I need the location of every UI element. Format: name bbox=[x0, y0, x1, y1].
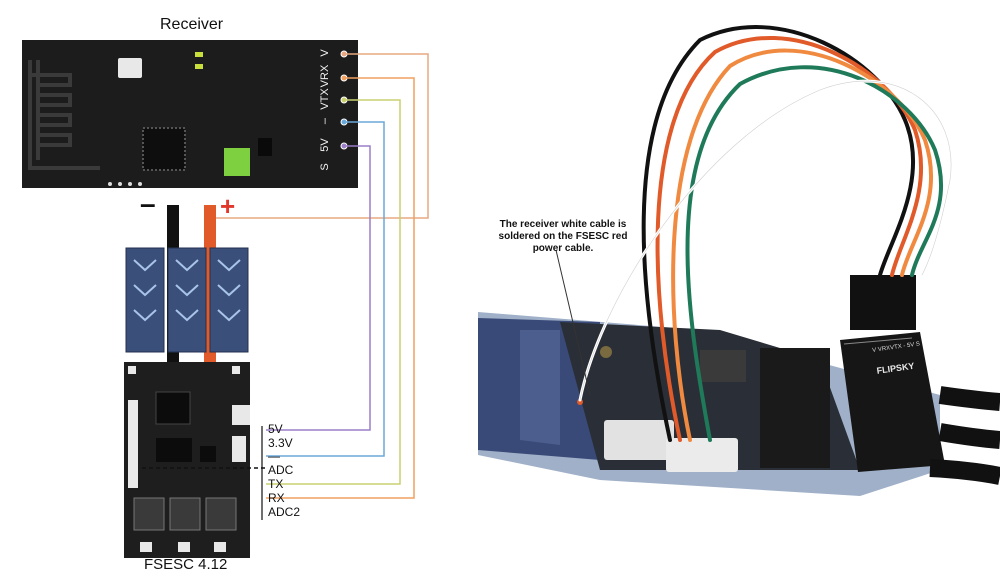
wire-vtx bbox=[266, 99, 401, 485]
esc-pin-3v3: 3.3V bbox=[268, 436, 293, 450]
callout-leader bbox=[555, 249, 591, 396]
wire-v bbox=[214, 53, 429, 219]
wire-5v bbox=[266, 145, 371, 431]
fsesc-board bbox=[124, 362, 250, 558]
esc-pin-gnd: — bbox=[268, 449, 280, 463]
esc-pin-rx: RX bbox=[268, 491, 285, 505]
fsesc-title: FSESC 4.12 bbox=[144, 556, 228, 573]
receiver-board bbox=[22, 40, 358, 188]
minus-sign: – bbox=[140, 188, 156, 219]
cable-sleeves bbox=[125, 247, 249, 353]
esc-pin-adc2: ADC2 bbox=[268, 505, 301, 519]
receiver-pin-s: S bbox=[319, 163, 331, 171]
photo-callout: The receiver white cable is soldered on … bbox=[498, 219, 628, 254]
photo-wires bbox=[578, 25, 953, 442]
esc-pin-5v: 5V bbox=[268, 422, 283, 436]
signal-wires bbox=[214, 53, 429, 499]
esc-pin-adc: ADC bbox=[268, 463, 294, 477]
receiver-title: Receiver bbox=[160, 16, 224, 33]
photo bbox=[478, 275, 1000, 496]
wire-vrx bbox=[266, 77, 415, 499]
plus-sign: + bbox=[220, 191, 236, 221]
wire-gnd bbox=[266, 121, 385, 457]
esc-pin-tx: TX bbox=[268, 477, 284, 491]
